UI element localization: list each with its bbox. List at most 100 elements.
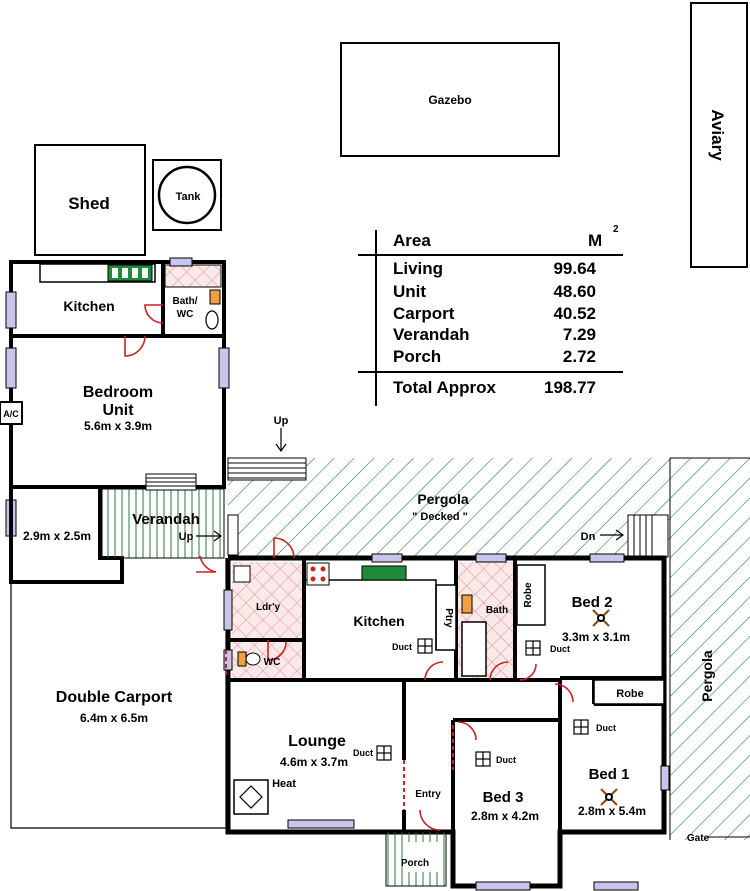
door-swing (554, 683, 574, 703)
basin-icon (209, 289, 221, 305)
robe-bed1-label: Robe (616, 688, 644, 700)
door-swing (419, 809, 441, 831)
aviary (690, 2, 748, 268)
table-header-unit: M (588, 231, 603, 250)
shed (34, 144, 146, 256)
table-row-label: Living (393, 259, 444, 278)
duct-bed2-label: Duct (550, 644, 570, 654)
toilet-main (237, 651, 247, 667)
kitchen-main-label: Kitchen (353, 613, 404, 629)
table-row-value: 40.52 (553, 304, 596, 323)
bed3-dim: 2.8m x 4.2m (471, 809, 539, 823)
sink-main (361, 565, 407, 581)
bath-wc-label: Bath/ (173, 296, 198, 307)
lounge-label: Lounge (288, 733, 346, 750)
table-header-label: Area (393, 231, 431, 250)
table-row-label: Carport (393, 304, 455, 323)
bath-wc-label-2: WC (177, 309, 194, 320)
up-label: Up (274, 415, 289, 427)
table-header-rule (358, 254, 623, 256)
carport-dim: 6.4m x 6.5m (80, 711, 148, 725)
door-swing (144, 304, 164, 324)
laundry-label: Ldr'y (256, 602, 280, 613)
verandah-deck (101, 488, 225, 559)
bed1-label: Bed 1 (589, 766, 630, 783)
duct-kitchen-label: Duct (392, 642, 412, 652)
bedroom-unit-dim: 5.6m x 3.9m (84, 419, 152, 433)
duct-icon (376, 638, 589, 767)
robe-bed2-label: Robe (523, 582, 534, 607)
window (475, 881, 531, 891)
ceiling-fan-icon (592, 609, 610, 627)
bed1-dim: 2.8m x 5.4m (578, 804, 646, 818)
robe-bed2 (516, 564, 546, 626)
gazebo (340, 42, 560, 157)
table-row-label: Verandah (393, 325, 470, 344)
bedroom-unit-label-2: Unit (102, 402, 134, 419)
ac-label: A/C (3, 409, 19, 419)
door-swing (196, 555, 217, 573)
door-swing (273, 537, 295, 559)
tank (157, 165, 217, 225)
door-swing (519, 663, 537, 681)
toilet-icon (205, 310, 219, 330)
verandah-steps-2 (227, 514, 239, 556)
double-carport-label: Double Carport (56, 689, 173, 706)
ceiling-fan-icon (600, 788, 618, 806)
bath-label: Bath (486, 605, 508, 616)
house-outline (225, 555, 667, 889)
gate-label: Gate (687, 833, 710, 844)
kitchen-unit-label: Kitchen (63, 298, 114, 314)
window (593, 881, 639, 891)
gazebo-label: Gazebo (428, 93, 471, 107)
stove-icon (107, 264, 153, 282)
pergola-top-label: Pergola (417, 491, 469, 507)
lounge-dim: 4.6m x 3.7m (280, 755, 348, 769)
table-row-value: 7.29 (562, 325, 596, 344)
bath-tub (164, 264, 222, 288)
basin-bath (461, 594, 473, 614)
window (589, 553, 625, 563)
window (5, 347, 17, 389)
door-swing (124, 335, 146, 357)
door-swing (489, 661, 509, 681)
pergola-side-label: Pergola (699, 650, 715, 702)
window (475, 553, 507, 563)
bed3-label: Bed 3 (483, 789, 524, 806)
heat-label: Heat (272, 778, 296, 790)
kitchen-bench-main (306, 579, 437, 650)
tub (461, 621, 487, 677)
heater (233, 779, 269, 815)
stove-main (306, 562, 330, 586)
shed-label: Shed (68, 194, 110, 213)
ac-unit (0, 401, 23, 425)
decked-label: " Decked " (412, 511, 468, 523)
pergola-top (228, 458, 670, 558)
area-table: Area M 2 Living 99.64 Unit 48.60 Carport… (358, 224, 628, 406)
window (660, 765, 670, 791)
pergola-side (670, 458, 750, 840)
window (5, 291, 17, 329)
bed2-dim: 3.3m x 3.1m (562, 630, 630, 644)
aviary-label: Aviary (708, 109, 727, 161)
door-swing (424, 661, 444, 681)
table-total-rule (358, 371, 623, 373)
table-row-label: Porch (393, 347, 442, 366)
duct-lounge-label: Duct (353, 748, 373, 758)
verandah-label: Verandah (132, 511, 200, 528)
table-total-label: Total Approx (393, 378, 496, 397)
door-swing (457, 721, 477, 741)
window (218, 347, 230, 389)
toilet-bowl (245, 652, 261, 666)
washer (233, 565, 251, 583)
bedroom-unit-label: Bedroom (83, 384, 153, 401)
window (223, 649, 233, 671)
steps-dn (627, 514, 669, 558)
bed2-label: Bed 2 (572, 594, 613, 611)
entry-label: Entry (415, 789, 441, 800)
robe-bed1 (593, 679, 665, 705)
porch-label: Porch (401, 858, 429, 869)
table-row-value: 2.72 (562, 347, 596, 366)
table-row-value: 99.64 (553, 259, 596, 278)
